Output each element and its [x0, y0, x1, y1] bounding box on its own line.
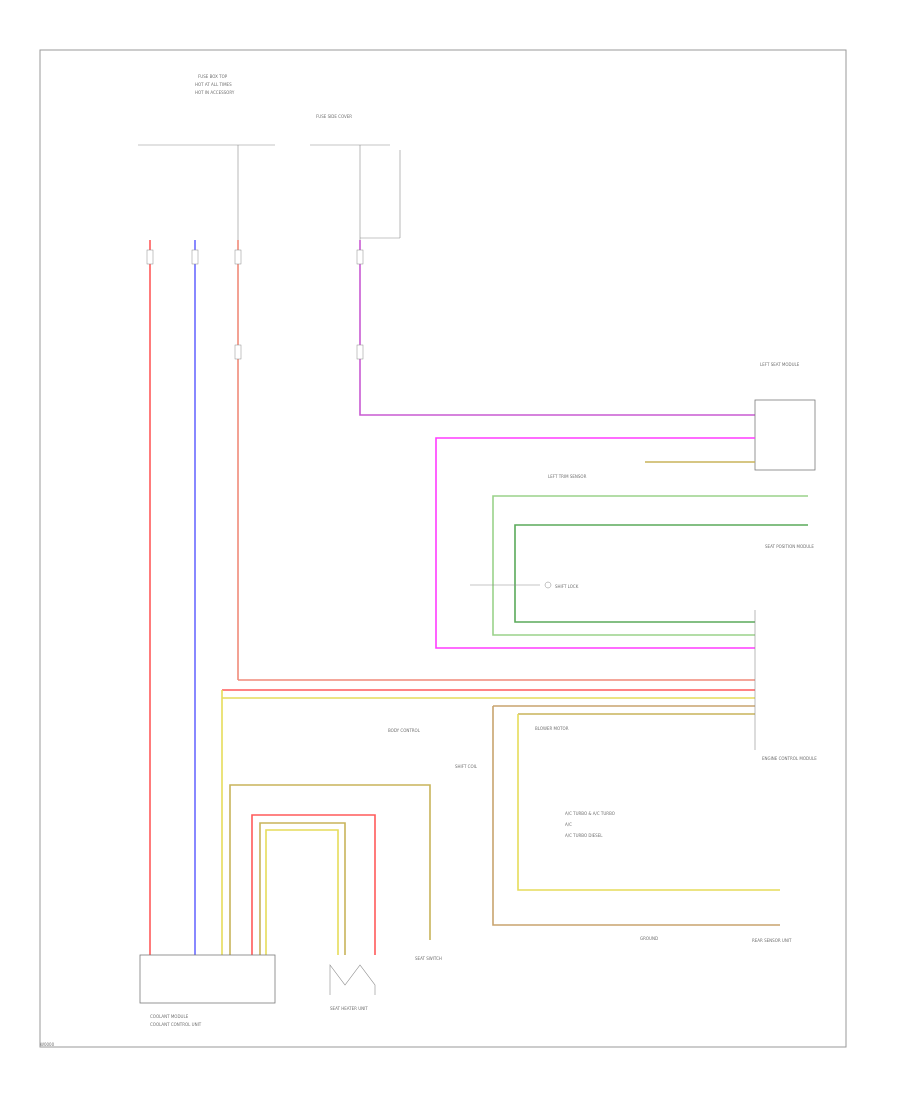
left-trim-sensor-label: LEFT TRIM SENSOR	[548, 474, 587, 479]
legend: A/C TURBO & A/C TURBO A/C A/C TURBO DIES…	[565, 811, 615, 838]
hot-in-accessory-label: HOT IN ACCESSORY	[195, 90, 235, 95]
coolant-control-unit-label: COOLANT CONTROL UNIT	[150, 1022, 202, 1027]
fuse-box-label-group: FUSE BOX TOP HOT AT ALL TIMES HOT IN ACC…	[195, 74, 352, 119]
wire-olive-loop-2	[259, 822, 346, 958]
switch-contact	[544, 581, 552, 589]
hot-at-all-times-label: HOT AT ALL TIMES	[195, 82, 232, 87]
ground-label: GROUND	[640, 936, 658, 941]
diagram-frame	[39, 49, 847, 1048]
wire-tan-lower	[492, 706, 780, 926]
wire-red-loop	[251, 814, 376, 958]
wire-green	[514, 524, 808, 623]
shift-coil-label: SHIFT COIL	[455, 764, 478, 769]
engine-control-module-label: ENGINE CONTROL MODULE	[762, 756, 817, 761]
left-seat-module-label: LEFT SEAT MODULE	[760, 362, 800, 367]
wire-olive-loop	[229, 784, 431, 958]
wire-light-green	[492, 495, 808, 636]
fuse-box-top-label: FUSE BOX TOP	[198, 74, 228, 79]
legend-item-3: A/C TURBO DIESEL	[565, 833, 603, 838]
seat-position-module-label: SEAT POSITION MODULE	[765, 544, 814, 549]
fuse-side-cover-label: FUSE SIDE COVER	[316, 114, 352, 119]
blower-motor-label: BLOWER MOTOR	[535, 726, 569, 731]
body-control-label: BODY CONTROL	[388, 728, 421, 733]
left-seat-module-box	[754, 399, 816, 471]
wire-magenta	[435, 437, 755, 649]
legend-item-2: A/C	[565, 822, 572, 827]
pin-group-top	[146, 249, 364, 360]
footer-id: W0000	[40, 1042, 55, 1047]
seat-heater-unit-label: SEAT HEATER UNIT	[330, 1006, 368, 1011]
wire-yellow-loop	[265, 829, 339, 958]
seat-heater-symbol	[329, 964, 376, 995]
seat-switch-label: SEAT SWITCH	[415, 956, 442, 961]
shift-lock-label: SHIFT LOCK	[555, 584, 579, 589]
legend-item-1: A/C TURBO & A/C TURBO	[565, 811, 615, 816]
coolant-module-box	[139, 954, 276, 1004]
rear-sensor-unit-label: REAR SENSOR UNIT	[752, 938, 792, 943]
wire-yellow-lower	[517, 714, 780, 891]
wire-purple	[359, 240, 755, 416]
coolant-module-label: COOLANT MODULE	[150, 1014, 189, 1019]
